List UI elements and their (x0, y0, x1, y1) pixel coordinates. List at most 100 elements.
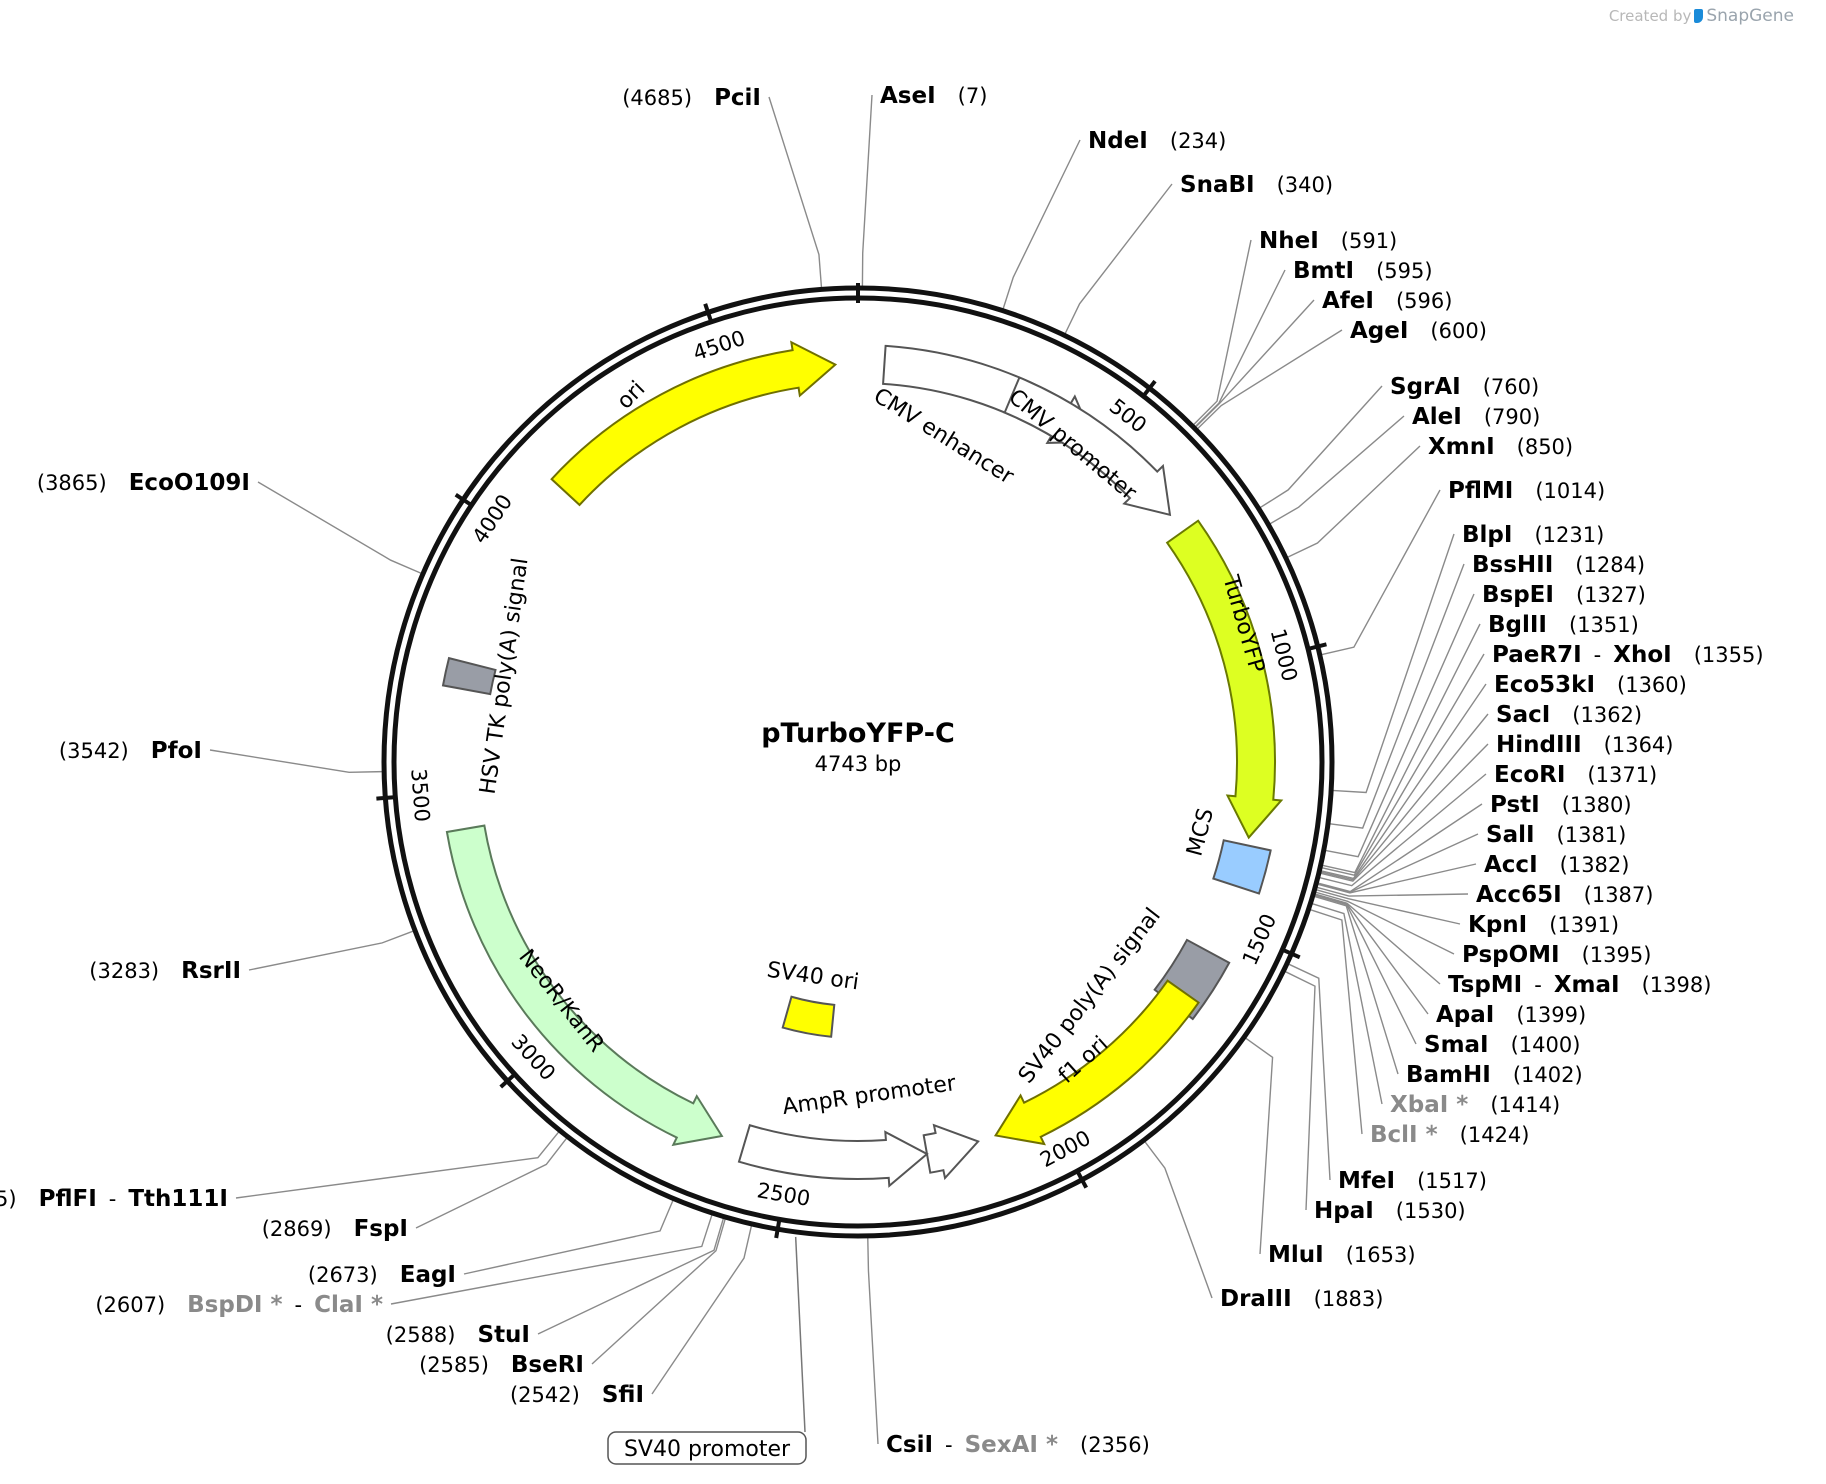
site-name: AccI (1484, 852, 1538, 878)
site-stui[interactable]: (2588)StuI (386, 1322, 530, 1348)
site-separator: - (945, 1433, 953, 1457)
site-position: (1360) (1617, 673, 1687, 697)
site-bcli[interactable]: BclI *(1424) (1370, 1122, 1530, 1148)
site-leader-stui (537, 1217, 725, 1335)
site-name: StuI (478, 1322, 531, 1348)
site-pflfi-tth111i[interactable]: (2885)PflFI-Tth111I (0, 1186, 228, 1212)
site-position: (850) (1517, 435, 1573, 459)
site-ecori[interactable]: EcoRI(1371) (1494, 762, 1657, 788)
site-position: (4685) (622, 86, 692, 110)
feature-sv40-promoter[interactable] (737, 1123, 929, 1188)
site-asei[interactable]: AseI(7) (880, 83, 987, 109)
site-position: (340) (1277, 173, 1333, 197)
site-hindiii[interactable]: HindIII(1364) (1496, 732, 1674, 758)
site-leader-mlui (1244, 1037, 1274, 1255)
site-agei[interactable]: AgeI(600) (1350, 318, 1487, 344)
site-draiii[interactable]: DraIII(1883) (1220, 1286, 1383, 1312)
site-snabi[interactable]: SnaBI(340) (1180, 172, 1333, 198)
site-tspmi-xmai[interactable]: TspMI-XmaI(1398) (1448, 972, 1711, 998)
site-leader-sgrai (1259, 385, 1383, 509)
site-acci[interactable]: AccI(1382) (1484, 852, 1629, 878)
site-xbai[interactable]: XbaI *(1414) (1390, 1092, 1560, 1118)
feature-sv40-ori[interactable] (781, 995, 836, 1038)
tick-mark-2500 (774, 1219, 782, 1239)
site-saci[interactable]: SacI(1362) (1496, 702, 1642, 728)
site-position: (595) (1376, 259, 1432, 283)
site-eco53ki[interactable]: Eco53kI (1360) (1494, 672, 1687, 698)
site-smai[interactable]: SmaI(1400) (1424, 1032, 1580, 1058)
site-name: AfeI (1322, 288, 1374, 314)
site-pcii[interactable]: (4685) PciI (622, 85, 761, 111)
site-xmni[interactable]: XmnI(850) (1428, 434, 1573, 460)
feature-hsv-tk-polya[interactable] (441, 656, 497, 696)
plasmid-name: pTurboYFP-C (761, 718, 955, 749)
site-name: MluI (1268, 1242, 1324, 1268)
site-position: (1883) (1314, 1287, 1384, 1311)
site-bmti[interactable]: BmtI(595) (1293, 258, 1433, 284)
site-name: PciI (714, 85, 761, 111)
feature-neor-kanr[interactable] (445, 824, 724, 1147)
site-name: BamHI (1406, 1062, 1491, 1088)
site-leader-rsrii (248, 930, 415, 971)
site-bseri[interactable]: (2585)BseRI (419, 1352, 584, 1378)
site-leader-smai (1313, 894, 1417, 1045)
site-csii-sexai[interactable]: CsiI-SexAI *(2356) (886, 1432, 1150, 1458)
site-bglii[interactable]: BglII(1351) (1488, 612, 1639, 638)
site-paer7i-xhoi[interactable]: PaeR7I-XhoI(1355) (1492, 642, 1764, 668)
site-leader-hindiii (1319, 743, 1489, 882)
site-position: (1530) (1396, 1199, 1466, 1223)
site-afei[interactable]: AfeI(596) (1322, 288, 1452, 314)
feature-cmv-promoter[interactable] (1003, 376, 1172, 517)
site-pflmi[interactable]: PflMI(1014) (1448, 478, 1605, 504)
site-position: (1231) (1534, 523, 1604, 547)
site-position: (1653) (1346, 1243, 1416, 1267)
site-separator: - (109, 1187, 117, 1211)
site-ndei[interactable]: NdeI(234) (1088, 128, 1226, 154)
site-mlui[interactable]: MluI (1653) (1268, 1242, 1416, 1268)
sv40-promoter-label: SV40 promoter (624, 1437, 791, 1462)
feature-mcs[interactable] (1212, 839, 1272, 895)
feature-ampr-promoter[interactable] (922, 1123, 980, 1181)
tick-mark-1000 (1308, 642, 1327, 651)
site-ecoo109i[interactable]: (3865)EcoO109I (37, 470, 250, 496)
site-sali[interactable]: SalI(1381) (1486, 822, 1626, 848)
site-blpi[interactable]: BlpI(1231) (1462, 522, 1604, 548)
site-eagi[interactable]: (2673)EagI (308, 1262, 456, 1288)
site-acc65i[interactable]: Acc65I(1387) (1476, 882, 1653, 908)
site-name: Eco53kI (1494, 672, 1595, 698)
site-leader-bspei (1324, 593, 1475, 858)
site-leader-agei (1196, 329, 1343, 430)
site-bamhi[interactable]: BamHI(1402) (1406, 1062, 1583, 1088)
feature-f1-ori[interactable] (993, 979, 1200, 1146)
site-name: PfoI (151, 738, 202, 764)
site-bsshii[interactable]: BssHII(1284) (1472, 552, 1645, 578)
site-sgrai[interactable]: SgrAI(760) (1390, 374, 1539, 400)
site-alei[interactable]: AleI(790) (1412, 404, 1540, 430)
site-name: BclI * (1370, 1122, 1438, 1148)
site-leader-csii (867, 1236, 879, 1445)
site-hpai[interactable]: HpaI(1530) (1314, 1198, 1466, 1224)
site-bspei[interactable]: BspEI(1327) (1482, 582, 1646, 608)
site-nhei[interactable]: NheI(591) (1259, 228, 1397, 254)
site-psti[interactable]: PstI(1380) (1490, 792, 1632, 818)
site-name: PstI (1490, 792, 1540, 818)
site-pspomi[interactable]: PspOMI(1395) (1462, 942, 1651, 968)
site-leader-ndei (1002, 139, 1081, 310)
site-leader-bglii (1321, 623, 1481, 874)
site-pfoi[interactable]: (3542)PfoI (59, 738, 202, 764)
feature-ori[interactable] (550, 340, 838, 507)
site-rsrii[interactable]: (3283)RsrII (89, 958, 241, 984)
site-mfei[interactable]: MfeI(1517) (1338, 1168, 1487, 1194)
site-kpni[interactable]: KpnI(1391) (1468, 912, 1619, 938)
site-bspdi-clai[interactable]: (2607)BspDI *-ClaI * (95, 1292, 383, 1318)
site-apai[interactable]: ApaI(1399) (1436, 1002, 1586, 1028)
site-fspi[interactable]: (2869)FspI (262, 1216, 408, 1242)
site-sfii[interactable]: (2542)SfiI (510, 1382, 644, 1408)
site-leader-nhei (1192, 239, 1252, 426)
site-name: MfeI (1338, 1168, 1395, 1194)
feature-turboyfp[interactable] (1165, 519, 1284, 840)
site-name: NheI (1259, 228, 1319, 254)
site-position: (1395) (1582, 943, 1652, 967)
site-name: BssHII (1472, 552, 1553, 578)
